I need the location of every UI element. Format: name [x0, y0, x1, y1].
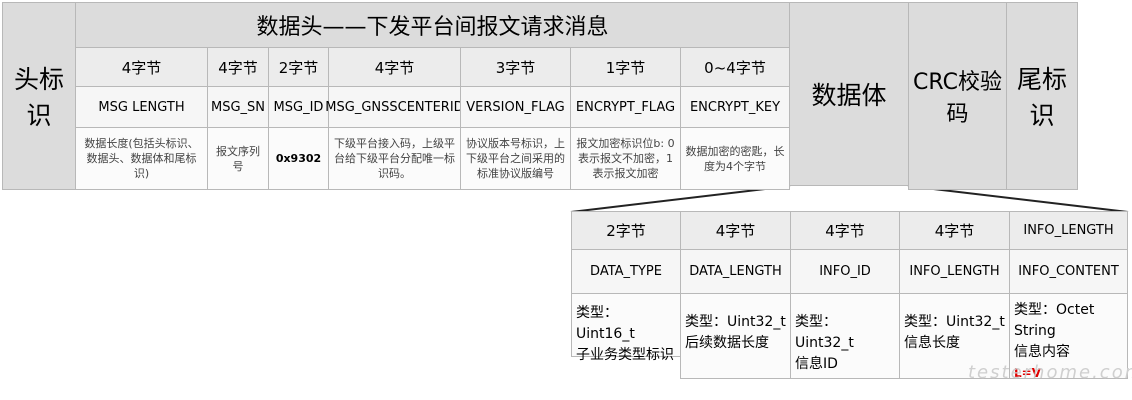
body-bytes-label: 4字节: [715, 222, 756, 240]
body-bytes-1: 2字节: [571, 211, 681, 250]
header-field-label: MSG_ID: [273, 99, 324, 115]
header-title-cell: 数据头——下发平台间报文请求消息: [75, 2, 790, 48]
header-bytes-label: 3字节: [495, 58, 536, 77]
header-field-1: MSG LENGTH: [75, 86, 208, 128]
body-field-label: INFO_LENGTH: [909, 264, 1000, 279]
type-line: 类型：Uint32_t: [685, 314, 786, 330]
msg-id-value: 0x9302: [275, 152, 322, 165]
body-type-4: 类型：Uint32_t 信息长度: [899, 293, 1010, 379]
header-bytes-label: 1字节: [605, 58, 646, 77]
type-line: 类型：Uint32_t: [904, 314, 1005, 330]
type-desc: 后续数据长度: [685, 335, 769, 351]
connector-left: [570, 185, 791, 213]
header-bytes-6: 1字节: [570, 47, 681, 87]
type-desc: 信息ID: [795, 356, 838, 372]
body-bytes-label: 4字节: [934, 222, 975, 240]
body-type-2: 类型：Uint32_t 后续数据长度: [680, 293, 791, 379]
body-bytes-3: 4字节: [790, 211, 900, 250]
body-bytes-label: 2字节: [606, 222, 646, 240]
body-field-label: INFO_ID: [819, 264, 871, 279]
header-field-7: ENCRYPT_KEY: [680, 86, 790, 128]
head-mark-label: 头标识: [13, 65, 64, 130]
header-desc-5: 协议版本号标识，上下级平台之间采用的标准协议版编号: [460, 127, 571, 190]
header-desc-7: 数据加密的密匙，长度为4个字节: [680, 127, 790, 190]
body-field-3: INFO_ID: [790, 249, 900, 294]
body-type-3: 类型：Uint32_t 信息ID: [790, 293, 900, 379]
type-line: 类型：Uint16_t: [576, 305, 635, 342]
header-field-2: MSG_SN: [207, 86, 269, 128]
head-mark-cell: 头标识: [2, 2, 76, 190]
header-desc-6: 报文加密标识位b: 0表示报文不加密，1表示报文加密: [570, 127, 681, 190]
header-field-label: MSG_GNSSCENTERID: [325, 99, 464, 115]
header-bytes-label: 2字节: [278, 58, 319, 77]
header-desc-2: 报文序列号: [207, 127, 269, 190]
header-desc-text: 数据加密的密匙，长度为4个字节: [685, 144, 785, 173]
type-line: 类型：Uint32_t: [795, 314, 854, 351]
header-desc-3: 0x9302: [268, 127, 329, 190]
header-field-3: MSG_ID: [268, 86, 329, 128]
header-desc-text: 数据长度(包括头标识、数据头、数据体和尾标识): [84, 137, 199, 180]
header-desc-text: 报文加密标识位b: 0表示报文不加密，1表示报文加密: [576, 137, 675, 180]
body-bytes-label: 4字节: [825, 222, 865, 240]
body-cell: 数据体: [789, 2, 909, 186]
header-field-6: ENCRYPT_FLAG: [570, 86, 681, 128]
header-bytes-1: 4字节: [75, 47, 208, 87]
header-field-label: MSG LENGTH: [98, 99, 185, 115]
body-bytes-2: 4字节: [680, 211, 791, 250]
header-bytes-label: 4字节: [121, 58, 162, 77]
body-label: 数据体: [811, 81, 887, 110]
body-bytes-label: INFO_LENGTH: [1023, 223, 1114, 238]
header-field-5: VERSION_FLAG: [460, 86, 571, 128]
tail-mark-label: 尾标识: [1016, 65, 1067, 130]
header-field-label: ENCRYPT_KEY: [689, 99, 781, 115]
watermark: testerhome.com: [968, 362, 1132, 383]
body-bytes-5: INFO_LENGTH: [1009, 211, 1128, 250]
body-field-5: INFO_CONTENT: [1009, 249, 1128, 294]
header-field-label: VERSION_FLAG: [466, 99, 565, 115]
header-bytes-7: 0~4字节: [680, 47, 790, 87]
type-desc: 子业务类型标识: [576, 347, 674, 363]
type-desc: 信息长度: [904, 335, 960, 351]
crc-label: CRC校验码: [913, 70, 1002, 127]
body-bytes-4: 4字节: [899, 211, 1010, 250]
body-field-1: DATA_TYPE: [571, 249, 681, 294]
header-bytes-label: 4字节: [374, 58, 415, 77]
header-field-label: ENCRYPT_FLAG: [575, 99, 676, 115]
header-desc-1: 数据长度(包括头标识、数据头、数据体和尾标识): [75, 127, 208, 190]
body-type-5: 类型：Octet String 信息内容 L=V: [1009, 293, 1128, 380]
header-desc-text: 下级平台接入码，上级平台给下级平台分配唯一标识码。: [334, 137, 455, 180]
header-desc-text: 报文序列号: [216, 144, 260, 173]
header-bytes-5: 3字节: [460, 47, 571, 87]
header-title: 数据头——下发平台间报文请求消息: [256, 15, 609, 40]
header-bytes-3: 2字节: [268, 47, 329, 87]
body-field-label: INFO_CONTENT: [1018, 264, 1119, 279]
body-field-label: DATA_LENGTH: [689, 264, 782, 279]
tail-mark-cell: 尾标识: [1006, 2, 1078, 190]
header-bytes-label: 0~4字节: [704, 58, 766, 77]
header-bytes-label: 4字节: [218, 58, 258, 77]
type-desc: 信息内容: [1014, 344, 1070, 360]
header-bytes-2: 4字节: [207, 47, 269, 87]
header-field-4: MSG_GNSSCENTERID: [325, 86, 464, 128]
crc-cell: CRC校验码: [908, 2, 1007, 190]
length-value-note: L=V: [1014, 366, 1041, 380]
header-bytes-4: 4字节: [328, 47, 461, 87]
header-field-label: MSG_SN: [210, 99, 266, 115]
body-field-4: INFO_LENGTH: [899, 249, 1010, 294]
body-type-1: 类型：Uint16_t 子业务类型标识: [571, 293, 681, 363]
header-desc-text: 协议版本号标识，上下级平台之间采用的标准协议版编号: [466, 137, 565, 180]
body-field-2: DATA_LENGTH: [680, 249, 791, 294]
header-desc-4: 下级平台接入码，上级平台给下级平台分配唯一标识码。: [328, 127, 461, 190]
type-line: 类型：Octet String: [1014, 302, 1095, 339]
connector-right: [907, 185, 1129, 213]
body-field-label: DATA_TYPE: [590, 264, 662, 279]
